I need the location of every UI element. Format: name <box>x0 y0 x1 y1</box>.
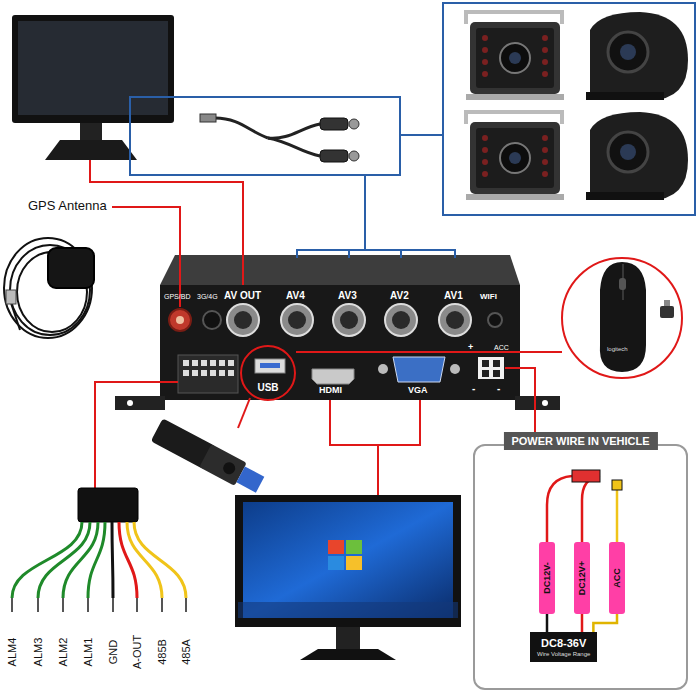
power-wire <box>593 614 617 632</box>
callout-label: GPS Antenna <box>28 199 107 213</box>
polarity-mark: - <box>497 383 500 394</box>
usb-stick <box>151 418 267 496</box>
polarity-mark: + <box>468 343 473 353</box>
pc-monitor <box>235 495 461 660</box>
port-label: HDMI <box>319 386 342 396</box>
side-camera <box>586 112 688 200</box>
port-label: WIFI <box>480 293 497 302</box>
side-camera <box>586 12 688 100</box>
node-text: Wire Voltage Range <box>537 651 590 657</box>
box-camera <box>466 112 564 200</box>
cable-frame <box>130 97 400 175</box>
pin-label: ALM4 <box>6 638 18 667</box>
y-cable <box>200 114 359 162</box>
port-highlight: USB <box>240 345 296 401</box>
power-loop <box>547 470 622 542</box>
wire-sleeve: DC12V+ <box>574 542 590 614</box>
port-label: 3G/4G <box>197 293 218 301</box>
brand-label: logitech <box>607 346 628 353</box>
car-monitor <box>12 15 174 160</box>
port-label: AV2 <box>390 290 409 301</box>
power-wire <box>546 614 549 632</box>
pin-label: GND <box>107 640 119 664</box>
mdvr-device <box>115 255 560 410</box>
port-label: GPS/BD <box>164 293 190 301</box>
node-text: POWER WIRE IN VEHICLE <box>503 432 657 450</box>
port-label: VGA <box>408 386 428 396</box>
pin-label: ALM3 <box>32 638 44 667</box>
polarity-mark: - <box>472 383 475 394</box>
port-label: AV OUT <box>224 290 261 301</box>
node-text: DC8-36V <box>537 637 590 649</box>
gps-antenna <box>4 238 94 338</box>
wire-sleeve: DC12V- <box>539 542 555 614</box>
node-text: DC12V- <box>542 562 552 594</box>
node-text: USB <box>257 382 278 393</box>
power-wire <box>581 614 584 632</box>
port-label: ACC <box>494 344 509 352</box>
alarm-harness <box>12 488 186 612</box>
node-text: DC12V+ <box>577 561 587 595</box>
port-label: AV1 <box>444 290 463 301</box>
pin-label: A-OUT <box>131 635 143 669</box>
voltage-box: DC8-36V Wire Voltage Range <box>530 632 597 662</box>
pin-label: ALM1 <box>82 638 94 667</box>
leader-wires <box>90 135 562 495</box>
port-label: AV4 <box>286 290 305 301</box>
box-camera <box>466 12 564 100</box>
pin-label: 485B <box>156 639 168 665</box>
wire-sleeve: ACC <box>609 542 625 614</box>
power-panel: POWER WIRE IN VEHICLE DC12V- DC12V+ ACC DC8-… <box>473 432 688 690</box>
pin-label: ALM2 <box>57 638 69 667</box>
mouse <box>562 258 682 378</box>
node-text: ACC <box>612 568 622 588</box>
port-label: AV3 <box>338 290 357 301</box>
camera-frame <box>443 3 695 215</box>
pin-label: 485A <box>180 639 192 665</box>
